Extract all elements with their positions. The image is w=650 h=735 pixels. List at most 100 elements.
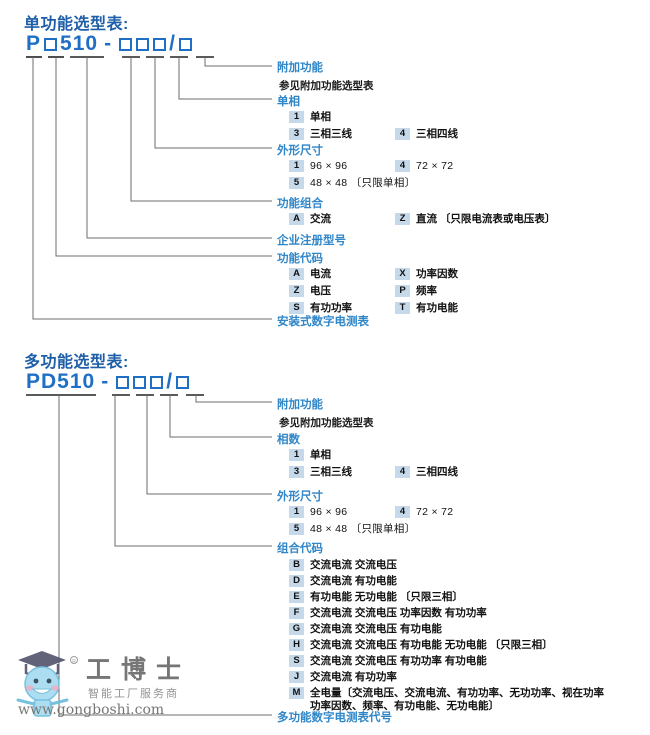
group-label-registered-model: 企业注册型号 [277,235,346,247]
model-char-510: 510 [60,32,99,55]
option-desc: 72 × 72 [416,506,454,518]
model-placeholder-box [150,375,164,389]
group-label-product-family: 多功能数字电测表代号 [277,712,392,724]
option-row: J 交流电流 有功功率 [289,671,397,684]
model-placeholder-box [116,375,130,389]
option-row: Z 直流 〔只限电流表或电压表〕 [395,213,555,226]
option-row: 4 三相四线 [395,466,458,479]
model-dash: - [104,32,113,55]
section-title-multi: 多功能选型表: [24,354,129,371]
option-row: M 全电量〔交流电压、交流电流、有功功率、无功功率、视在功率 功率因数、频率、有… [289,687,604,713]
group-label-function-combination: 功能组合 [277,198,323,210]
option-desc: 交流电流 有功电能 [310,575,397,587]
section-title-single: 单功能选型表: [24,16,129,33]
option-row: E 有功电能 无功电能 〔只限三相〕 [289,591,463,604]
group-label-additional-function: 附加功能 [277,62,323,74]
option-row: 3 三相三线 [289,128,352,141]
option-code: 5 [289,523,304,535]
option-code: Z [395,213,410,225]
model-placeholder-box [133,375,147,389]
option-desc: 有功电能 [416,302,458,314]
model-slash: / [169,32,176,55]
option-row: T 有功电能 [395,302,458,315]
option-code: 3 [289,466,304,478]
option-code: D [289,575,304,587]
option-row: 1 96 × 96 [289,506,347,519]
option-code: 4 [395,466,410,478]
option-desc: 交流电流 交流电压 功率因数 有功功率 [310,607,487,619]
option-desc: 功率因数 [416,268,458,280]
option-code: 1 [289,160,304,172]
group-label-dimensions: 外形尺寸 [277,145,323,157]
option-code: H [289,639,304,651]
option-code: 4 [395,160,410,172]
group-label-dimensions: 外形尺寸 [277,491,323,503]
option-code: 4 [395,506,410,518]
model-placeholder-box [136,37,150,51]
option-desc: 交流电流 交流电压 有功电能 [310,623,442,635]
option-desc: 交流电流 交流电压 有功功率 有功电能 [310,655,487,667]
option-desc: 电流 [310,268,331,280]
option-code: G [289,623,304,635]
option-row: 4 三相四线 [395,128,458,141]
model-code-multi: PD510 - / [25,370,191,394]
option-desc: 96 × 96 [310,506,348,518]
option-desc: 交流电流 交流电压 有功电能 无功电能 〔只限三相〕 [310,639,553,651]
option-code: T [395,302,410,314]
group-note-additional-function: 参见附加功能选型表 [279,417,374,429]
model-placeholder-box [178,37,192,51]
option-desc: 48 × 48 〔只限单相〕 [310,177,416,189]
option-desc: 交流 [310,213,331,225]
option-row: B 交流电流 交流电压 [289,559,397,572]
option-desc: 三相三线 [310,466,352,478]
option-desc: 96 × 96 [310,160,348,172]
watermark-url: www.gongboshi.com [18,702,165,718]
option-row: S 交流电流 交流电压 有功功率 有功电能 [289,655,487,668]
option-row: S 有功功率 [289,302,352,315]
model-slash: / [166,370,174,393]
group-label-product-family: 安装式数字电测表 [277,316,369,328]
group-label-function-code: 功能代码 [277,253,323,265]
option-row: A 交流 [289,213,331,226]
option-desc: 48 × 48 〔只限单相〕 [310,523,416,535]
option-desc: 直流 〔只限电流表或电压表〕 [416,213,556,225]
option-code: J [289,671,304,683]
svg-text:R: R [72,659,76,665]
option-row: 1 单相 [289,449,331,462]
option-code: A [289,268,304,280]
option-code: Z [289,285,304,297]
group-label-phase: 单相 [277,96,300,108]
group-label-combination-code: 组合代码 [277,543,323,555]
watermark: R 工博士 智能工厂服务商 www.gongboshi.com [8,640,238,730]
model-char-pd510: PD510 [26,370,96,393]
option-code: 1 [289,111,304,123]
option-desc: 三相三线 [310,128,352,140]
option-row: F 交流电流 交流电压 功率因数 有功功率 [289,607,487,620]
option-row: 1 单相 [289,111,331,124]
option-code: F [289,607,304,619]
option-row: H 交流电流 交流电压 有功电能 无功电能 〔只限三相〕 [289,639,553,652]
option-row: A 电流 [289,268,331,281]
model-placeholder-box [119,37,133,51]
option-code: 4 [395,128,410,140]
group-label-phase-count: 相数 [277,434,300,446]
option-row: X 功率因数 [395,268,458,281]
option-code: 3 [289,128,304,140]
option-code: P [395,285,410,297]
option-code: S [289,302,304,314]
option-desc: 72 × 72 [416,160,454,172]
option-row: 3 三相三线 [289,466,352,479]
mascot-icon: R [16,651,78,717]
option-code: 5 [289,177,304,189]
option-code: A [289,213,304,225]
model-placeholder-box [153,37,167,51]
option-row: 5 48 × 48 〔只限单相〕 [289,523,415,536]
option-desc: 全电量〔交流电压、交流电流、有功功率、无功功率、视在功率 功率因数、频率、有功电… [310,687,604,712]
model-dash: - [101,370,110,393]
option-desc: 电压 [310,285,331,297]
option-row: G 交流电流 交流电压 有功电能 [289,623,442,636]
option-row: Z 电压 [289,285,331,298]
option-code: B [289,559,304,571]
model-char-p: P [26,32,42,55]
